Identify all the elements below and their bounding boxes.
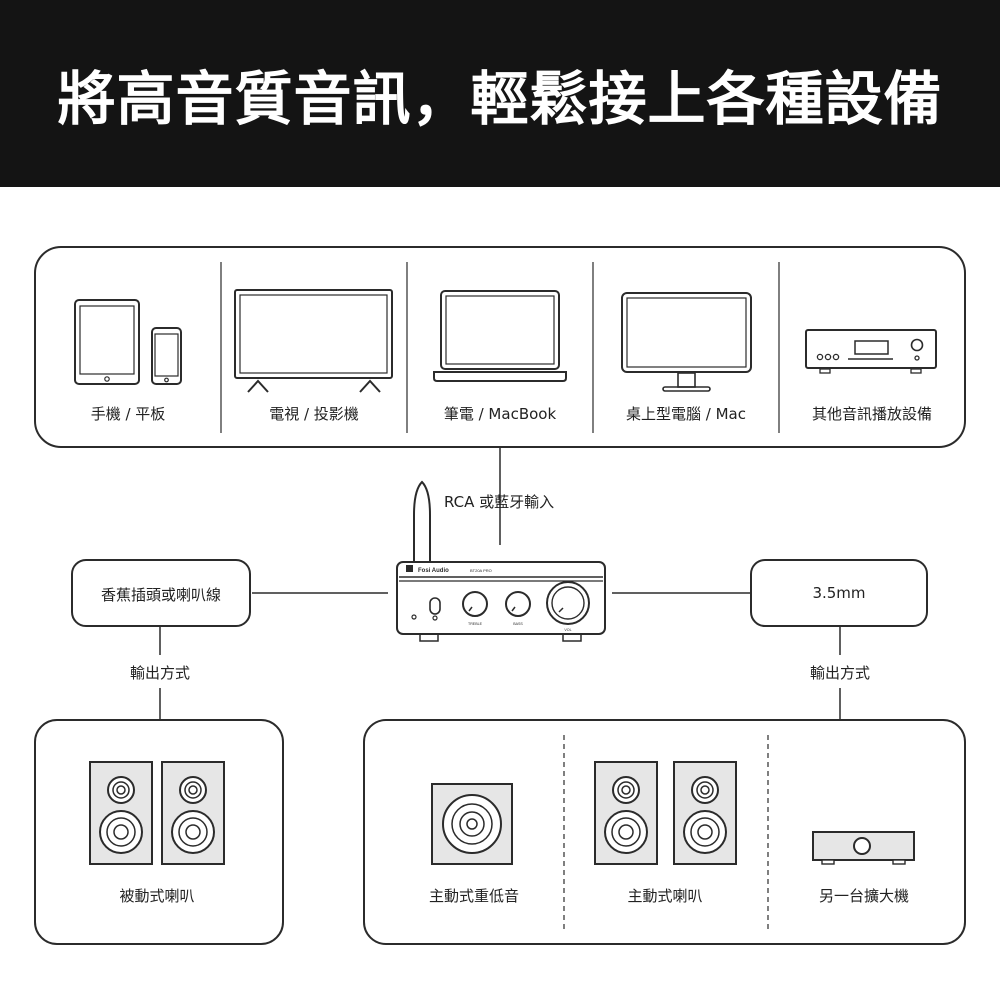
tablet-phone-icon	[75, 300, 181, 384]
amplifier-model: BT20A PRO	[470, 568, 492, 573]
source-label-tablet-phone: 手機 / 平板	[91, 403, 166, 424]
laptop-icon	[434, 291, 566, 381]
another-amplifier-icon	[813, 832, 914, 864]
desktop-monitor-icon	[622, 293, 751, 391]
passive-speakers-label: 被動式喇叭	[119, 885, 194, 906]
aux-35mm-label: 3.5mm	[812, 584, 865, 602]
right-output-method-label: 輸出方式	[810, 662, 870, 683]
active-speakers-label: 主動式喇叭	[627, 885, 702, 906]
active-speakers-icon	[595, 762, 736, 864]
source-label-tv: 電視 / 投影機	[269, 403, 359, 424]
input-method-label: RCA 或藍牙輸入	[444, 491, 554, 512]
antenna-icon	[414, 482, 430, 562]
source-label-desktop: 桌上型電腦 / Mac	[626, 403, 746, 424]
subwoofer-label: 主動式重低音	[429, 885, 519, 906]
amplifier-brand: Fosi Audio	[418, 568, 449, 574]
subwoofer-icon	[432, 784, 512, 864]
passive-speakers-icon	[90, 762, 224, 864]
passive-output-panel	[35, 720, 283, 944]
treble-knob-label: TREBLE	[468, 622, 483, 626]
another-amplifier-label: 另一台擴大機	[819, 885, 909, 906]
banana-plug-label: 香蕉插頭或喇叭線	[101, 584, 221, 605]
tv-icon	[235, 290, 392, 392]
volume-knob-label: VOL	[564, 628, 571, 632]
left-output-method-label: 輸出方式	[130, 662, 190, 683]
source-label-laptop: 筆電 / MacBook	[444, 403, 556, 424]
source-label-audio-player: 其他音訊播放設備	[812, 403, 932, 424]
audio-player-icon	[806, 330, 936, 373]
bass-knob-label: BASS	[513, 622, 523, 626]
